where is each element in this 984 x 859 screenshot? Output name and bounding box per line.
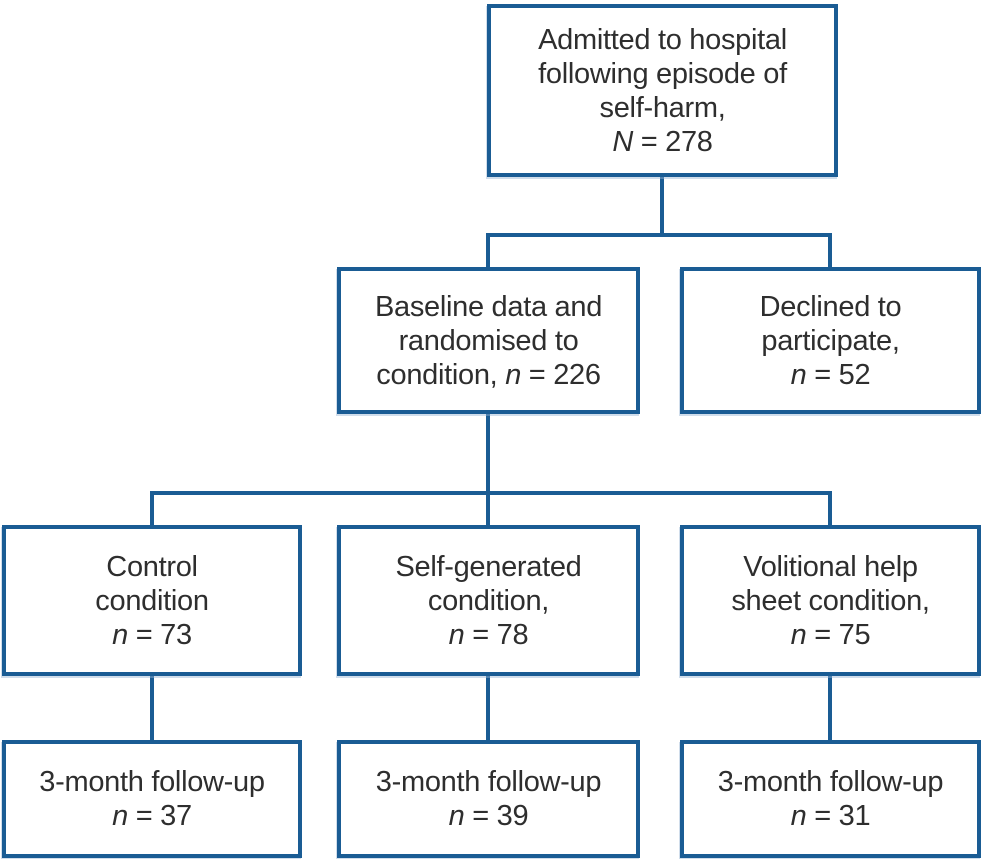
flow-box-control: Control condition n = 73 [2,525,302,676]
text-line: condition [95,584,209,617]
flow-box-volitional-text: Volitional help sheet condition, n = 75 [731,550,930,652]
connector-branch1-drop-declined [828,235,832,267]
connector-admitted-stem [660,175,664,237]
text-line: Baseline data and [374,290,603,323]
stat-variable: n [448,800,465,832]
flow-box-self-generated: Self-generated condition, n = 78 [337,525,640,676]
connector-branch2-drop-control [150,493,154,525]
stat-value: = 37 [128,800,192,832]
flow-box-baseline: Baseline data and randomised to conditio… [337,267,640,414]
connector-baseline-stem [486,412,490,495]
text-line: Control [106,550,198,583]
sample-size: n = 31 [718,799,943,833]
flow-box-followup-control-text: 3-month follow-up n = 37 [39,765,265,833]
text-line: self-harm, [599,91,726,124]
stat-value: = 78 [464,618,529,651]
sample-size: n = 78 [395,618,581,652]
flow-box-declined: Declined to participate, n = 52 [680,267,981,414]
flow-box-declined-text: Declined to participate, n = 52 [760,290,902,392]
flow-box-followup-control: 3-month follow-up n = 37 [2,740,302,858]
stat-value: = 31 [806,800,871,832]
stat-variable: n [790,800,807,832]
text-line: following episode of [538,57,787,90]
stat-variable: n [448,618,465,651]
text-line: randomised to [398,324,579,357]
flow-box-followup-self-generated-text: 3-month follow-up n = 39 [375,765,602,833]
sample-size: n = 39 [376,799,601,833]
text-line: participate, [761,324,900,357]
sample-size: n = 37 [39,799,264,833]
stat-value: = 75 [806,618,871,651]
connector-branch2-drop-selfgen [486,493,490,525]
text-line: 3-month follow-up [39,766,265,798]
connector-branch2-drop-volitional [828,493,832,525]
stat-value: = 39 [464,800,529,832]
text-line: Volitional help [743,550,918,583]
text-line: condition, [427,584,550,617]
connector-branch2-horizontal [150,491,832,495]
connector-followup-drop-control [150,674,154,740]
flow-box-self-generated-text: Self-generated condition, n = 78 [395,550,581,652]
stat-value: = 226 [521,358,601,391]
text-line: 3-month follow-up [375,766,602,798]
stat-value: = 73 [128,618,192,651]
text-line: Admitted to hospital [538,23,787,56]
stat-value: = 278 [633,125,713,158]
flow-box-control-text: Control condition n = 73 [95,550,209,652]
stat-pre: condition, [376,358,506,391]
flow-box-followup-volitional-text: 3-month follow-up n = 31 [717,765,944,833]
stat-variable: n [112,800,129,832]
flow-box-admitted-text: Admitted to hospital following episode o… [538,23,787,159]
connector-followup-drop-selfgen [486,674,490,740]
sample-size: n = 73 [95,618,208,652]
connector-followup-drop-volitional [828,674,832,740]
stat-variable: n [790,618,807,651]
flow-box-followup-volitional: 3-month follow-up n = 31 [680,740,981,858]
text-line: Self-generated [395,550,582,583]
sample-size: N = 278 [538,125,787,159]
flow-box-volitional: Volitional help sheet condition, n = 75 [680,525,981,676]
text-line: Declined to [759,290,902,323]
flow-box-baseline-text: Baseline data and randomised to conditio… [375,290,602,392]
connector-branch1-horizontal [486,233,832,237]
sample-size: n = 52 [760,358,902,392]
connector-branch1-drop-baseline [486,235,490,267]
stat-value: = 52 [806,358,871,391]
stat-variable: n [505,358,522,391]
stat-variable: n [790,358,807,391]
stat-variable: N [612,125,633,158]
sample-size: condition, n = 226 [375,358,602,392]
sample-size: n = 75 [731,618,929,652]
stat-variable: n [112,618,128,651]
flow-box-admitted: Admitted to hospital following episode o… [487,4,838,177]
text-line: sheet condition, [731,584,930,617]
text-line: 3-month follow-up [717,766,944,798]
flow-box-followup-self-generated: 3-month follow-up n = 39 [337,740,640,858]
